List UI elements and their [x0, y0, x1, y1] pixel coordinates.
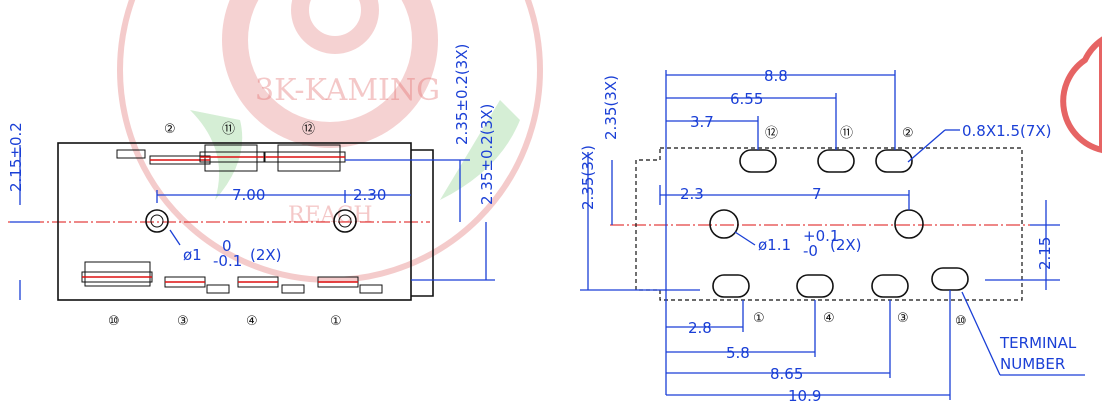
right-terminal-1: ①: [753, 311, 765, 326]
dim-865: 8.65: [770, 365, 803, 383]
bottom-terminals-drawing: [81, 261, 383, 294]
connector-body: [57, 142, 412, 301]
dim-height-215: 2.15±0.2: [7, 122, 25, 192]
terminal-note-line1: TERMINAL: [999, 334, 1077, 352]
dim-height-235-a: 2.35±0.2(3X): [453, 44, 471, 145]
right-terminal-4: ④: [823, 311, 835, 326]
dim-37: 3.7: [690, 113, 714, 131]
dim-88: 8.8: [764, 67, 788, 85]
connector-flange: [411, 149, 434, 297]
dim-hole-dia-right: ø1.1: [758, 236, 791, 254]
left-terminal-12: ⑫: [302, 122, 315, 137]
left-terminal-10: ⑩: [108, 314, 120, 329]
right-terminal-3: ③: [897, 311, 909, 326]
dim-hole-tol-lower-right: -0: [803, 242, 818, 260]
dim-hole-tol-lower-left: -0.1: [213, 252, 242, 270]
right-dimension-lines: [580, 70, 1085, 400]
dim-slot: 0.8X1.5(7X): [962, 122, 1052, 140]
left-terminal-11: ⑪: [222, 122, 235, 137]
dim-28: 2.8: [688, 319, 712, 337]
left-dimension-lines: [10, 145, 495, 300]
dim-7: 7: [812, 185, 822, 203]
dim-hole-count-left: (2X): [250, 246, 282, 264]
dim-height-235-b: 2.35±0.2(3X): [478, 104, 496, 205]
dim-109: 10.9: [788, 387, 821, 405]
dim-655: 6.55: [730, 90, 763, 108]
watermark: 3K-KAMING REACH: [117, 0, 1102, 283]
dim-v235-a: 2.35(3X): [579, 145, 597, 210]
dim-hole-tol-upper-left: 0: [222, 237, 232, 255]
top-terminals-drawing: [116, 144, 346, 172]
dim-offset-230: 2.30: [353, 186, 386, 204]
dim-hole-dia-left: ø1: [183, 246, 202, 264]
right-terminal-10: ⑩: [955, 314, 967, 329]
dim-spacing-700: 7.00: [232, 186, 265, 204]
dim-58: 5.8: [726, 344, 750, 362]
pcb-slots: [712, 149, 969, 298]
right-terminal-2: ②: [902, 126, 914, 141]
dim-v235-b: 2.35(3X): [602, 75, 620, 140]
right-terminal-12: ⑫: [765, 126, 778, 141]
right-terminal-11: ⑪: [840, 126, 853, 141]
watermark-reach: REACH: [288, 203, 373, 228]
left-terminal-4: ④: [246, 314, 258, 329]
watermark-brand: 3K-KAMING: [255, 73, 440, 108]
right-view: 8.8 6.55 3.7 0.8X1.5(7X) 2.35(3X) 2.35(3…: [579, 67, 1085, 405]
dim-23: 2.3: [680, 185, 704, 203]
dim-v215: 2.15: [1036, 237, 1054, 270]
left-terminal-3: ③: [177, 314, 189, 329]
dim-hole-tol-upper-right: +0.1: [803, 227, 839, 245]
terminal-note-line2: NUMBER: [1000, 355, 1065, 373]
dim-hole-count-right: (2X): [830, 236, 862, 254]
left-view: 2.15±0.2 7.00 2.30 2.35±0.2(3X) 2.35±0.2…: [7, 44, 496, 329]
mounting-pegs-left: [145, 209, 357, 233]
left-terminal-1: ①: [330, 314, 342, 329]
left-terminal-2: ②: [164, 122, 176, 137]
